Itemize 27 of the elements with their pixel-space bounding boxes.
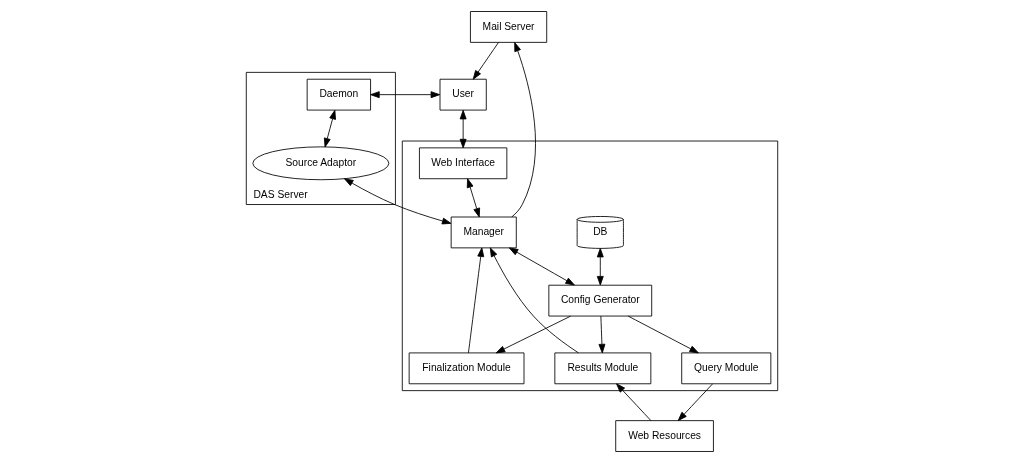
arrow	[370, 91, 441, 99]
node-box: Query Module	[681, 352, 772, 385]
arrow	[468, 247, 485, 354]
arrow	[495, 315, 572, 354]
arrow	[511, 42, 536, 218]
arrow	[596, 247, 604, 286]
node-box: Daemon	[306, 78, 371, 111]
node-box: Config Generator	[548, 284, 653, 317]
node-ellipse: Source Adaptor	[252, 146, 390, 181]
arrow	[472, 42, 499, 80]
arrow	[459, 109, 467, 149]
arrow	[466, 178, 481, 218]
node-box: Results Module	[554, 352, 652, 385]
node-box: Manager	[450, 216, 517, 249]
arrow	[677, 383, 713, 422]
arrow	[489, 247, 579, 354]
node-box: User	[439, 78, 487, 111]
node-box: Web Interface	[419, 147, 508, 180]
arrow	[616, 383, 652, 422]
arrow	[627, 315, 699, 354]
node-box: Finalization Module	[408, 352, 525, 385]
node-box: Mail Server	[470, 11, 548, 43]
arrow	[598, 315, 606, 354]
arrow	[323, 109, 336, 148]
arrow	[508, 247, 575, 286]
node-box: Web Resources	[615, 420, 714, 452]
arrow	[344, 178, 452, 225]
